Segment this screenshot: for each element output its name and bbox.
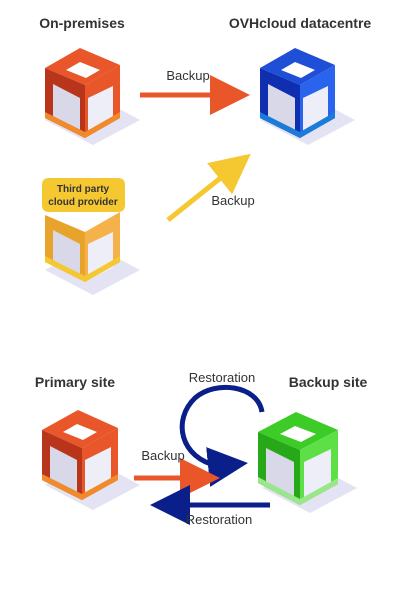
backup-label-diagonal: Backup	[211, 193, 254, 208]
on-premises-title: On-premises	[39, 15, 125, 31]
ovhcloud-datacentre-server-icon	[260, 48, 355, 145]
primary-site-title: Primary site	[35, 374, 115, 390]
on-premises-server-icon	[45, 48, 140, 145]
backup-arrow-label: Backup	[141, 448, 184, 463]
restoration-loop-label: Restoration	[189, 370, 255, 385]
primary-site-server-icon	[42, 410, 140, 510]
third-party-cloud-server-icon	[42, 178, 140, 295]
restoration-loop-arrow	[179, 384, 265, 487]
ovhcloud-title: OVHcloud datacentre	[229, 15, 372, 31]
third-party-label-line1: Third party	[57, 184, 110, 195]
backup-arrow-third-party	[166, 153, 251, 222]
backup-site-title: Backup site	[289, 374, 368, 390]
restoration-arrow-label: Restoration	[186, 512, 252, 527]
backup-site-server-icon	[258, 412, 357, 513]
third-party-label-line2: cloud provider	[48, 197, 118, 208]
backup-label-top: Backup	[166, 68, 209, 83]
